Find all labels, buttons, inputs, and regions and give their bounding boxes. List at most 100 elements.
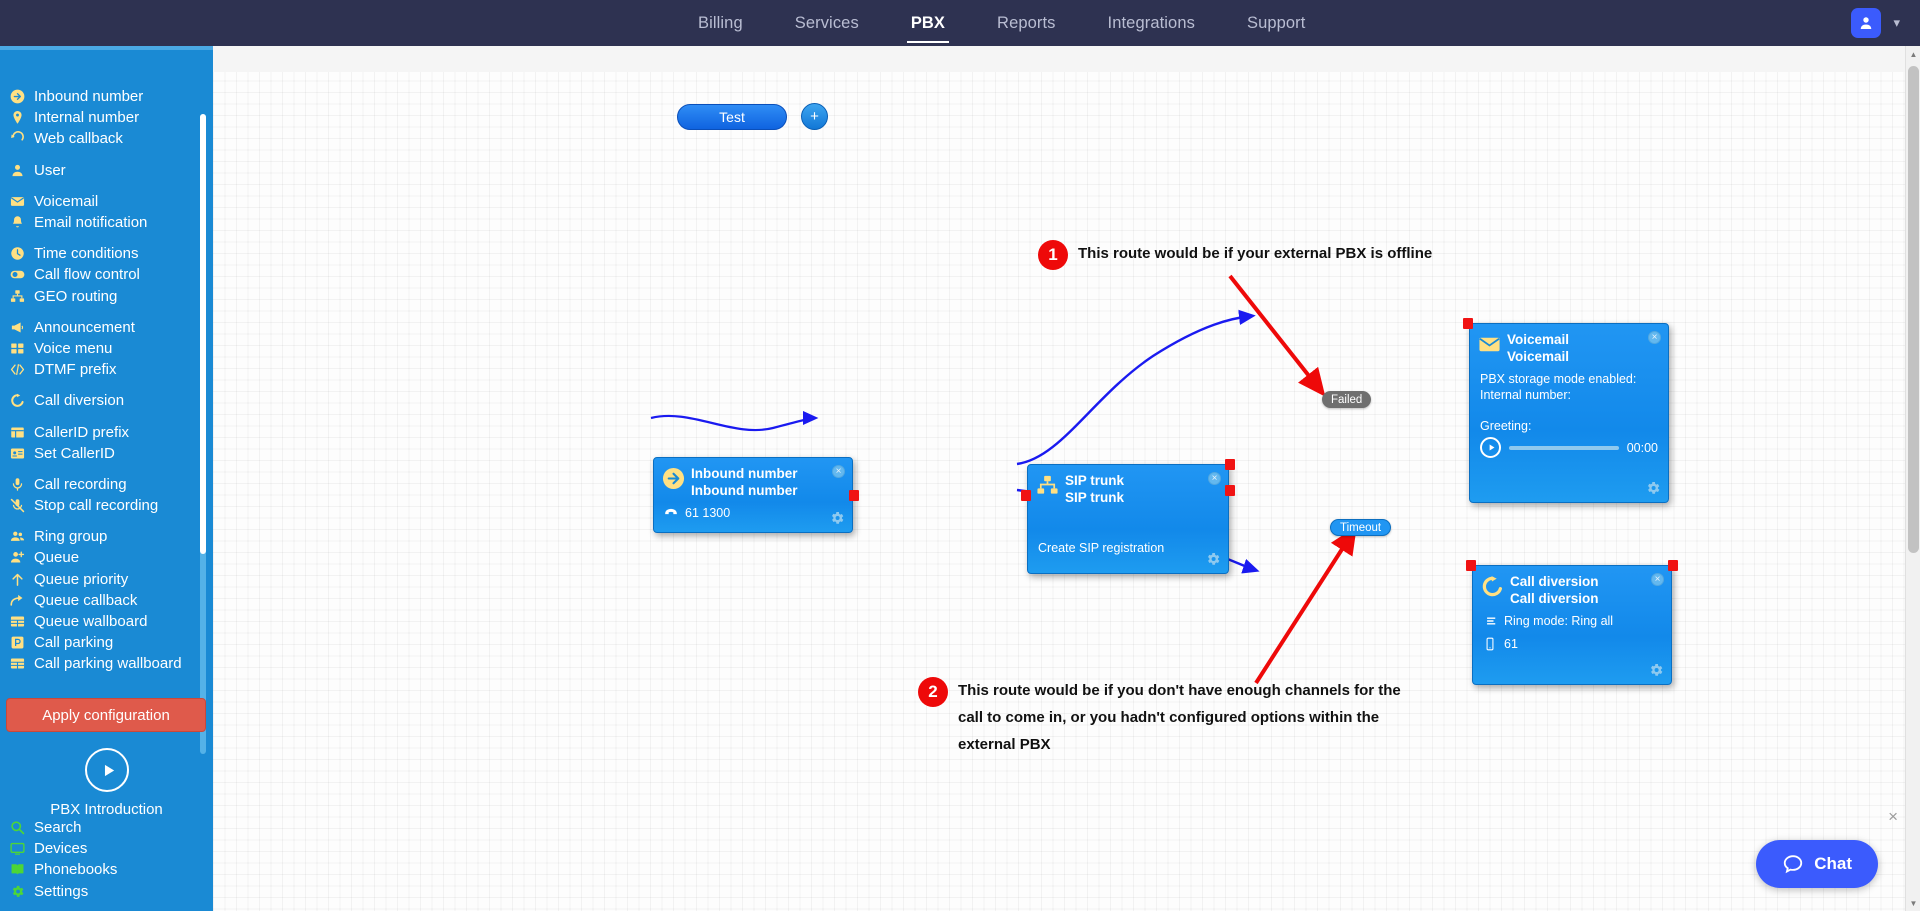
bell-icon [12, 216, 23, 228]
node-title: Voicemail [1507, 332, 1570, 347]
sidebar-item-announcement[interactable]: Announcement [9, 317, 213, 338]
edge-label-timeout[interactable]: Timeout [1330, 519, 1392, 536]
node-detail-text: 61 1300 [685, 506, 731, 520]
scroll-down-icon[interactable]: ▼ [1909, 898, 1918, 908]
sidebar-item-queue-wallboard[interactable]: Queue wallboard [9, 611, 213, 632]
sidebar-item-email-notification[interactable]: Email notification [9, 212, 213, 233]
code-icon [9, 362, 26, 377]
play-icon[interactable] [1480, 437, 1501, 458]
sidebar-item-ring-group[interactable]: Ring group [9, 526, 213, 547]
chat-button[interactable]: Chat [1756, 840, 1878, 888]
sidebar-item-set-callerid[interactable]: Set CallerID [9, 443, 213, 464]
apply-configuration-button[interactable]: Apply configuration [6, 698, 206, 732]
sidebar-item-label: Announcement [34, 318, 135, 336]
sidebar-item-call-parking-wallboard[interactable]: Call parking wallboard [9, 653, 213, 674]
refresh-icon [11, 394, 24, 408]
sidebar-item-voice-menu[interactable]: Voice menu [9, 338, 213, 359]
input-port[interactable] [1463, 318, 1473, 329]
grid-icon [11, 343, 24, 354]
sidebar-item-geo-routing[interactable]: GEO routing [9, 286, 213, 307]
sidebar-item-time-conditions[interactable]: Time conditions [9, 243, 213, 264]
close-icon[interactable]: × [1208, 472, 1221, 485]
gear-icon[interactable] [1205, 551, 1221, 567]
sidebar-group-divider [9, 150, 213, 160]
nav-item-reports[interactable]: Reports [997, 14, 1056, 32]
sidebar-item-label: Voicemail [34, 192, 99, 210]
sidebar-scrollbar-thumb[interactable] [200, 114, 206, 554]
edge-label-failed[interactable]: Failed [1322, 391, 1372, 408]
node-title-block: Inbound number Inbound number [691, 465, 797, 499]
top-navigation-bar: Billing Services PBX Reports Integrations Sup… [0, 0, 1920, 46]
sidebar-item-callerid-prefix[interactable]: CallerID prefix [9, 421, 213, 442]
refresh-icon [9, 393, 26, 408]
node-subtitle: Inbound number [691, 483, 798, 498]
add-node-button[interactable]: + [801, 103, 828, 130]
sidebar-item-call-recording[interactable]: Call recording [9, 474, 213, 495]
gear-icon[interactable] [1645, 480, 1661, 496]
sidebar-item-label: GEO routing [34, 287, 118, 305]
avatar[interactable] [1851, 8, 1882, 38]
megaphone-icon [11, 322, 24, 333]
canvas-scrollbar-thumb[interactable] [1908, 66, 1919, 553]
gear-icon[interactable] [1648, 662, 1664, 678]
node-voicemail[interactable]: Voicemail Voicemail × PBX storage mode e… [1463, 318, 1669, 503]
sitemap-icon [9, 289, 26, 304]
output-port-timeout[interactable] [1225, 485, 1235, 496]
sidebar-group-divider [9, 464, 213, 474]
node-body: 61 1300 [654, 499, 852, 521]
node-inbound-number[interactable]: Inbound number Inbound number × 61 1300 [653, 457, 859, 533]
sidebar-item-label: Search [34, 819, 82, 837]
output-port[interactable] [1668, 560, 1678, 571]
node-body: Ring mode: Ring all 61 [1473, 607, 1671, 652]
sidebar-item-internal-number[interactable]: Internal number [9, 107, 213, 128]
sidebar-item-queue[interactable]: Queue [9, 547, 213, 568]
node-call-diversion[interactable]: Call diversion Call diversion × Ring mod… [1466, 560, 1678, 685]
nav-item-pbx[interactable]: PBX [885, 0, 971, 46]
sidebar-item-stop-call-recording[interactable]: Stop call recording [9, 495, 213, 516]
canvas-scrollbar[interactable]: ▲ ▼ [1905, 46, 1920, 911]
sidebar-item-call-parking[interactable]: Call parking [9, 632, 213, 653]
sidebar-item-user[interactable]: User [9, 160, 213, 181]
close-icon[interactable]: × [1651, 573, 1664, 586]
node-sip-trunk[interactable]: SIP trunk SIP trunk × Create SIP registr… [1021, 459, 1235, 574]
bell-icon [9, 215, 26, 230]
flow-canvas[interactable]: Test + [213, 46, 1920, 911]
sidebar-item-label: Call recording [34, 475, 127, 493]
arrow-curve-icon [9, 593, 26, 608]
close-icon[interactable]: × [832, 465, 845, 478]
nav-item-integrations[interactable]: Integrations [1107, 14, 1195, 32]
sidebar-item-queue-callback[interactable]: Queue callback [9, 590, 213, 611]
sidebar-item-label: Inbound number [34, 88, 144, 106]
audio-progress-bar[interactable] [1509, 445, 1619, 450]
sidebar-item-web-callback[interactable]: Web callback [9, 128, 213, 149]
sidebar-item-phonebooks[interactable]: Phonebooks [9, 859, 117, 880]
pbx-introduction-button[interactable]: PBX Introduction [0, 748, 213, 818]
grid-icon [9, 341, 26, 356]
close-icon[interactable]: × [1648, 331, 1661, 344]
sidebar-item-search[interactable]: Search [9, 817, 117, 838]
sidebar-item-call-flow-control[interactable]: Call flow control [9, 264, 213, 285]
sidebar-item-inbound-number[interactable]: Inbound number [9, 86, 213, 107]
sidebar-item-voicemail[interactable]: Voicemail [9, 191, 213, 212]
gear-icon[interactable] [829, 510, 845, 526]
output-port[interactable] [849, 490, 859, 501]
scroll-up-icon[interactable]: ▲ [1909, 49, 1918, 59]
nav-item-billing[interactable]: Billing [698, 14, 743, 32]
sidebar-item-settings[interactable]: Settings [9, 881, 117, 902]
chevron-down-icon[interactable]: ▾ [1893, 15, 1900, 30]
input-port[interactable] [1466, 560, 1476, 571]
node-title: Inbound number [691, 466, 798, 481]
user-icon [9, 163, 26, 178]
test-button[interactable]: Test [677, 104, 787, 130]
play-circle-icon[interactable] [84, 748, 129, 792]
sidebar-item-dtmf-prefix[interactable]: DTMF prefix [9, 359, 213, 380]
nav-item-services[interactable]: Services [794, 14, 859, 32]
nav-item-support[interactable]: Support [1246, 14, 1306, 32]
sidebar-item-devices[interactable]: Devices [9, 838, 117, 859]
sidebar-item-queue-priority[interactable]: Queue priority [9, 569, 213, 590]
chat-close-icon[interactable]: × [1888, 807, 1898, 826]
output-port-failed[interactable] [1225, 459, 1235, 470]
input-port[interactable] [1021, 490, 1031, 501]
map-pin-icon [9, 110, 26, 125]
sidebar-item-call-diversion[interactable]: Call diversion [9, 390, 213, 411]
